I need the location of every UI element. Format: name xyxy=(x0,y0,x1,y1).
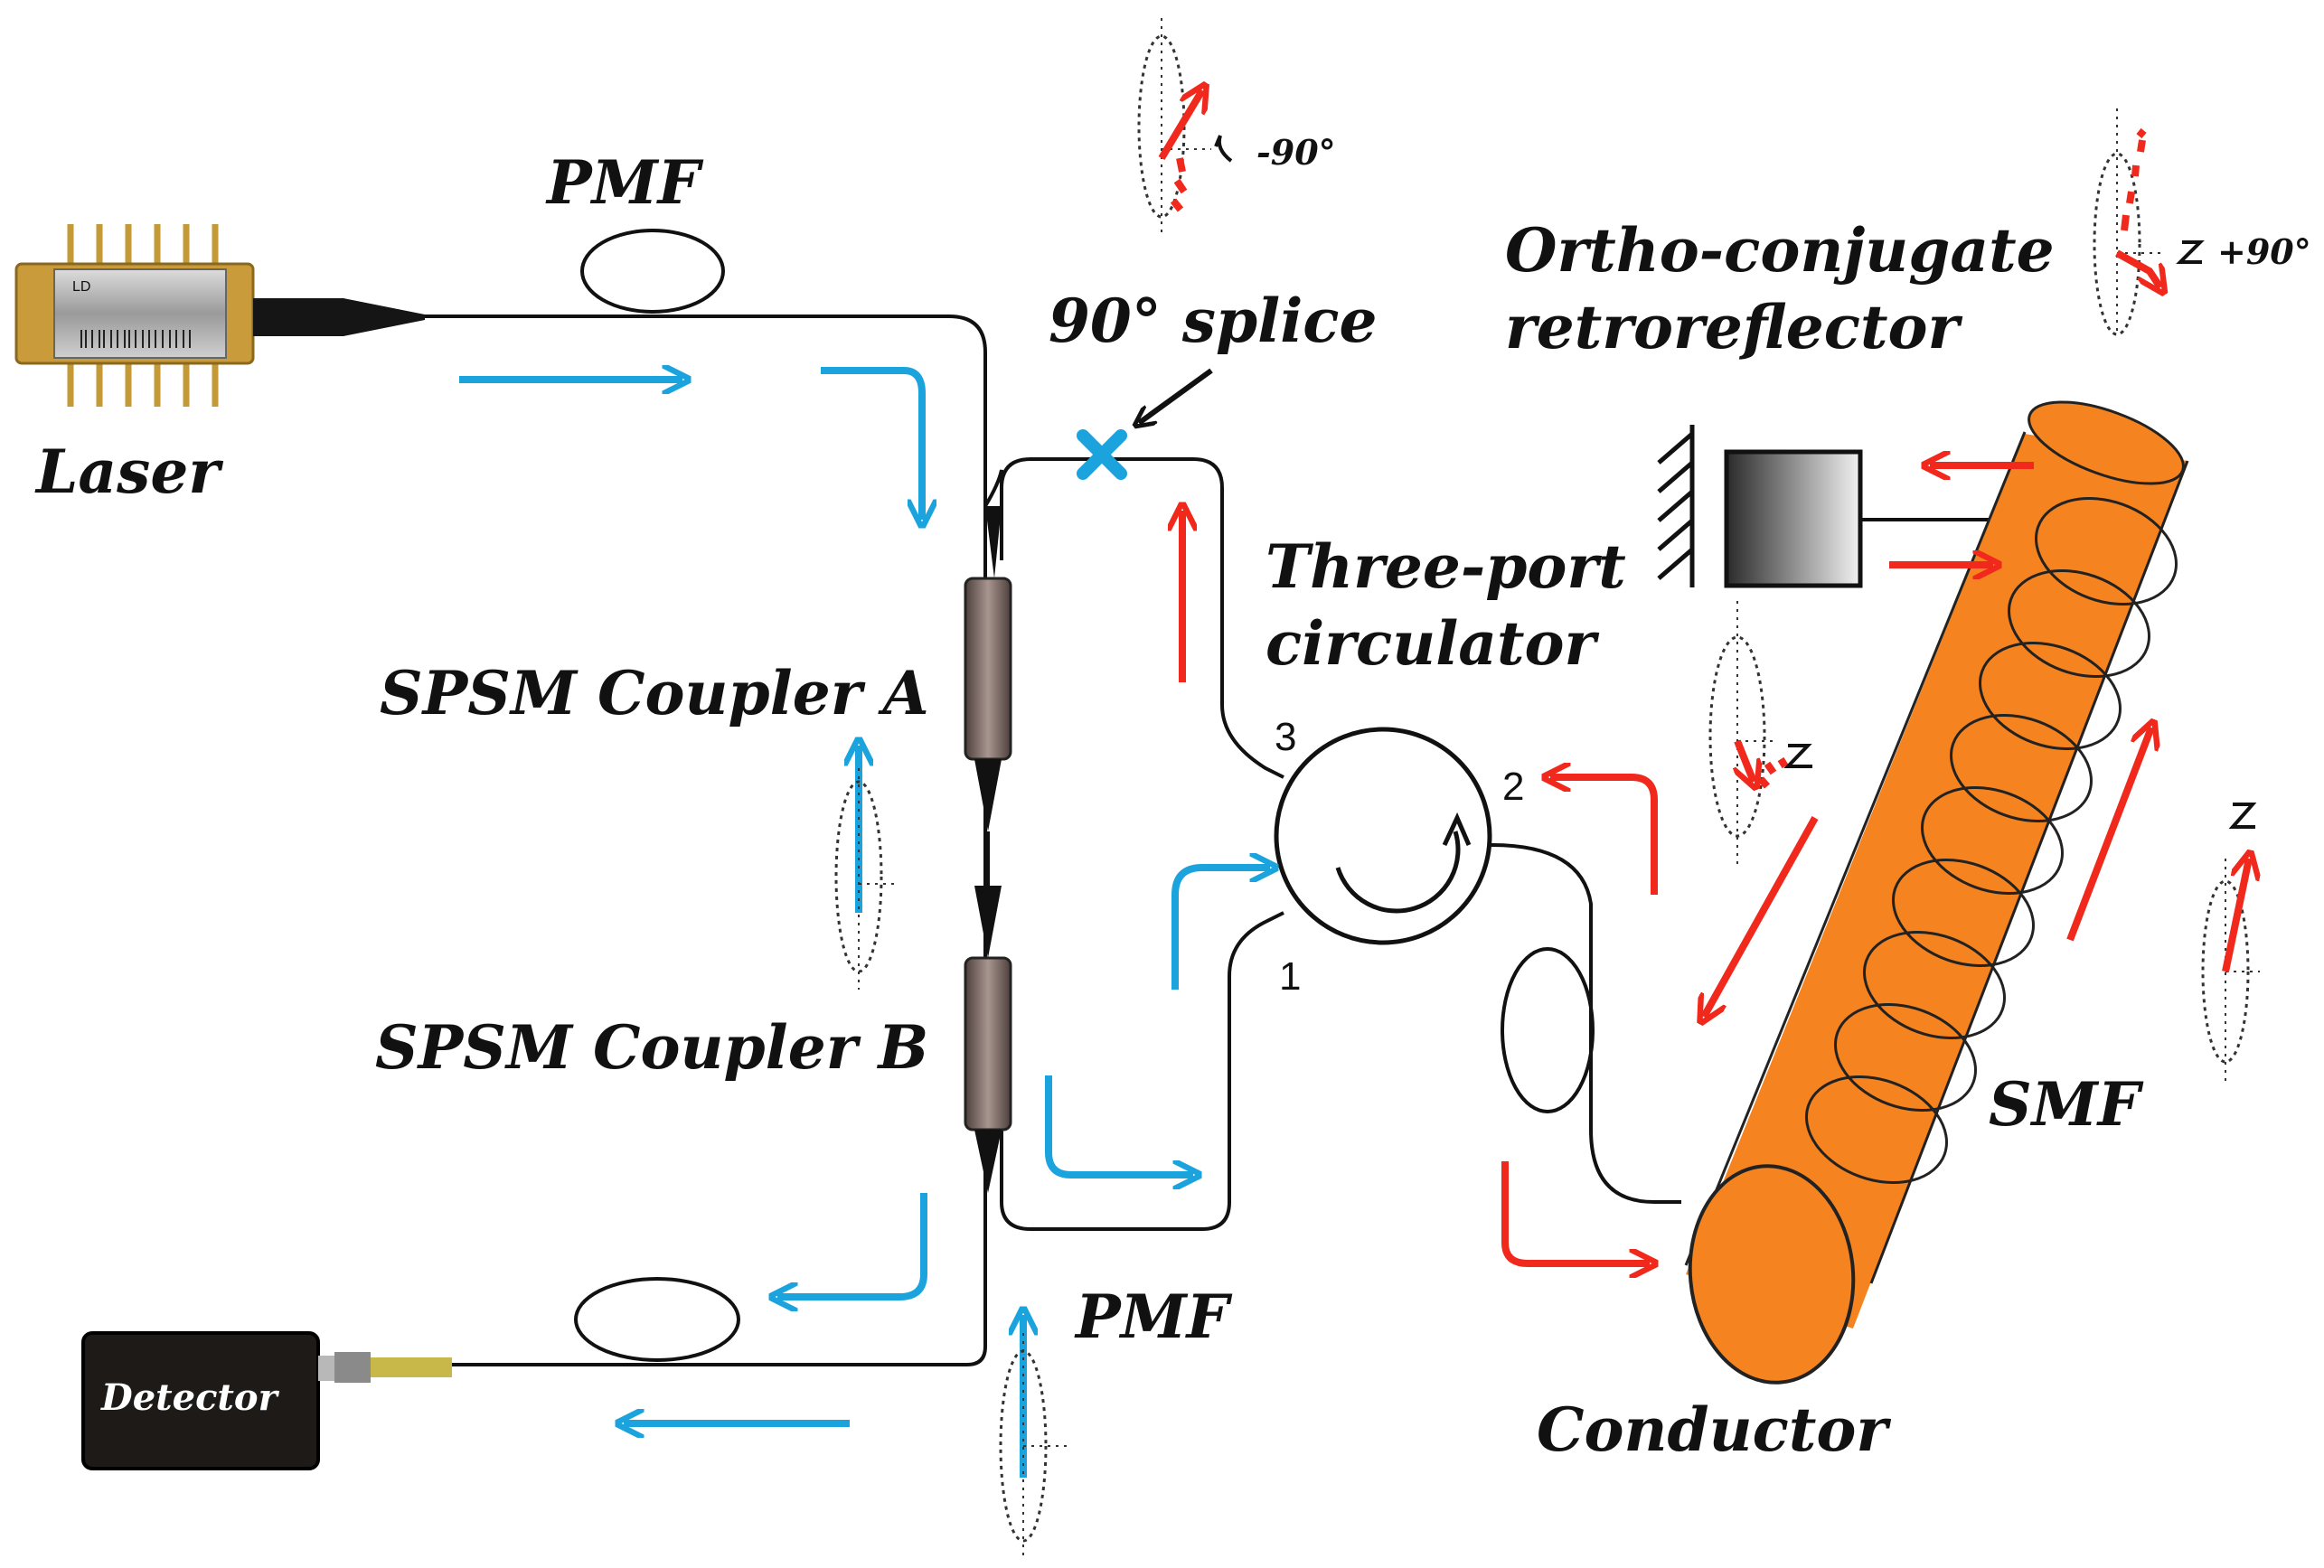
polarization-diagram-bottom xyxy=(999,1333,1067,1559)
red-arrow-up-diag xyxy=(2066,728,2151,942)
polarization-diagram-smf xyxy=(2201,803,2260,1084)
circulator-icon xyxy=(1274,727,1492,945)
port-2-label: 2 xyxy=(1502,765,1524,809)
return-light-arrows xyxy=(1182,465,2151,1263)
pmf-bottom-label: PMF xyxy=(1074,1282,1233,1352)
fiber-splice-loop xyxy=(1000,457,1284,779)
cross-splice-icon xyxy=(1077,429,1127,480)
fiber-laser-to-coupler-a xyxy=(425,315,987,515)
port-3-label: 3 xyxy=(1275,715,1296,759)
laser-module-icon: LD xyxy=(14,224,425,407)
fiber-coil-right xyxy=(1501,947,1595,1113)
blue-arrow-bend-left xyxy=(777,1193,927,1297)
mirror-hatch-icon xyxy=(1657,425,1695,587)
ortho-label-line1: Ortho-conjugate xyxy=(1505,215,2055,286)
detector-box-icon xyxy=(81,1331,452,1470)
polarization-diagram-retro xyxy=(2093,108,2205,336)
fiber-port2-to-conductor xyxy=(1491,843,1681,1204)
blue-arrow-coupler-b-right xyxy=(1045,1075,1193,1175)
splice-label: 90° splice xyxy=(1049,286,1377,356)
ortho-label-line2: retroreflector xyxy=(1505,292,1962,362)
angle-plus-label: +90° xyxy=(2217,231,2311,272)
fiber-coupler-a-to-splice xyxy=(983,469,1003,508)
pmf-top-label: PMF xyxy=(545,147,704,218)
angle-minus-label: -90° xyxy=(1256,132,1336,173)
blue-arrow-to-port1 xyxy=(1171,868,1270,990)
coupler-a xyxy=(964,506,1012,831)
fiber-coupler-chain xyxy=(750,515,987,1366)
blue-arrow-bend-down xyxy=(821,367,922,520)
smf-label: SMF xyxy=(1989,1069,2144,1140)
detector-label: Detector xyxy=(100,1376,280,1419)
forward-light-arrows xyxy=(459,371,1270,1478)
fiber-coupler-b-to-port1 xyxy=(1000,911,1284,1231)
port-1-label: 1 xyxy=(1279,954,1301,999)
polarization-diagram-coupler-a xyxy=(834,768,899,990)
three-port-label-line1: Three-port xyxy=(1265,531,1626,602)
splice-pointer-arrow xyxy=(1139,368,1213,423)
conductor-label: Conductor xyxy=(1537,1394,1891,1465)
svg-text:LD: LD xyxy=(72,279,90,295)
red-arrow-to-conductor xyxy=(1501,1161,1650,1263)
red-arrow-port2 xyxy=(1550,777,1658,895)
red-arrow-down-diag xyxy=(1704,816,1819,1017)
coupler-b-label: SPSM Coupler B xyxy=(375,1012,928,1083)
pmf-coil-bottom xyxy=(574,1277,740,1362)
smf-coil xyxy=(1805,497,2178,1184)
three-port-label-line2: circulator xyxy=(1265,608,1600,679)
pmf-coil-top xyxy=(580,229,725,314)
fiber-paths xyxy=(425,229,2115,1366)
polarization-diagram-middle-right xyxy=(1708,601,1812,868)
conductor-cylinder xyxy=(1684,400,2189,1385)
coupler-b xyxy=(964,831,1012,1193)
coupler-a-label: SPSM Coupler A xyxy=(380,658,929,728)
retroreflector-box xyxy=(1724,449,1863,588)
polarization-diagram-top xyxy=(1137,18,1233,235)
laser-label: Laser xyxy=(34,437,223,507)
